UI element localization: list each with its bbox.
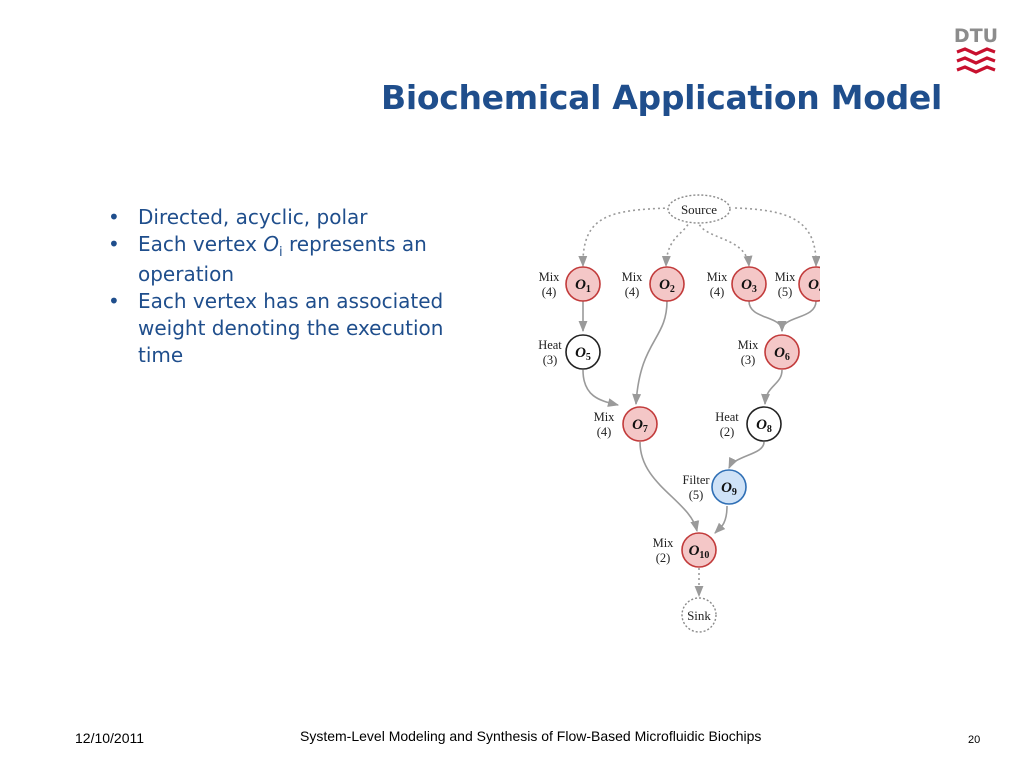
operation-type-label: Heat <box>538 338 562 352</box>
operation-node: O10 Mix(2) <box>653 532 717 568</box>
footer-date: 12/10/2011 <box>75 730 145 746</box>
bullet-text: represents an operation <box>138 232 427 286</box>
operation-node: O4 Mix(5) <box>775 266 820 302</box>
dtu-logo-mark <box>956 47 996 74</box>
edge-o7-o10 <box>639 441 700 533</box>
operation-node-id: O7 <box>632 417 648 435</box>
operation-node-circle <box>622 406 658 442</box>
source-label: Source <box>681 202 717 217</box>
operation-node-circle <box>565 334 601 370</box>
operation-node-id: O8 <box>756 417 772 435</box>
operation-node: O2 Mix(4) <box>622 266 685 302</box>
operation-node-id: O2 <box>659 277 675 295</box>
operation-node: O7 Mix(4) <box>594 406 658 442</box>
operation-type-label: Mix <box>775 270 797 284</box>
operation-node-circle <box>798 266 820 302</box>
operation-type-label: Mix <box>594 410 616 424</box>
operation-weight-label: (4) <box>710 285 725 299</box>
operation-node-id: O3 <box>741 277 757 295</box>
bullet-subscript: i <box>279 245 283 260</box>
operation-node-id: O1 <box>575 277 591 295</box>
operation-weight-label: (3) <box>741 353 756 367</box>
graph-edges <box>578 207 820 598</box>
operation-weight-label: (5) <box>689 488 704 502</box>
dtu-logo-text: DTU <box>955 25 997 47</box>
bullet-item: Each vertex has an associated weight den… <box>108 288 478 369</box>
graph-nodes: O1Mix(4)O2Mix(4)O3Mix(4)O4Mix(5)O5Heat(3… <box>538 266 820 568</box>
operation-node: O3 Mix(4) <box>707 266 767 302</box>
bullet-text: Directed, acyclic, polar <box>138 205 368 229</box>
operation-type-label: Mix <box>738 338 760 352</box>
bullet-text: Each vertex has an associated weight den… <box>138 289 444 367</box>
bullet-item: Each vertex Oi represents an operation <box>108 231 478 288</box>
sequencing-graph: Source Sink O1Mix(4)O2Mix(4)O3Mix(4)O4Mi… <box>538 194 820 633</box>
operation-node: O1 Mix(4) <box>539 266 601 302</box>
operation-weight-label: (5) <box>778 285 793 299</box>
operation-node: O9 Filter(5) <box>682 469 747 505</box>
sink-node <box>681 597 717 633</box>
edge-o8-o9 <box>728 441 765 470</box>
operation-node-id: O10 <box>689 543 710 561</box>
operation-node: O5 Heat(3) <box>538 334 601 370</box>
operation-weight-label: (4) <box>542 285 557 299</box>
operation-type-label: Filter <box>682 473 710 487</box>
operation-type-label: Mix <box>653 536 675 550</box>
footer-title: System-Level Modeling and Synthesis of F… <box>300 728 762 744</box>
edge-source-o4 <box>734 207 820 268</box>
edge-o5-o7 <box>582 369 620 407</box>
edge-source-o2 <box>661 219 691 268</box>
bullet-list: Directed, acyclic, polar Each vertex Oi … <box>108 204 478 369</box>
edge-o2-o7 <box>632 300 668 406</box>
operation-node-circle <box>764 334 800 370</box>
graph-terminals: Source Sink <box>667 194 731 633</box>
edge-source-o1 <box>578 207 671 268</box>
edge-o4-o6 <box>777 300 817 333</box>
operation-weight-label: (4) <box>625 285 640 299</box>
operation-weight-label: (2) <box>656 551 671 565</box>
operation-type-label: Mix <box>707 270 729 284</box>
source-node <box>667 194 731 224</box>
sink-label: Sink <box>687 608 711 623</box>
operation-weight-label: (3) <box>543 353 558 367</box>
operation-node: O8 Heat(2) <box>715 406 782 442</box>
edge-o9-o10 <box>714 505 728 534</box>
operation-node-circle <box>711 469 747 505</box>
operation-node-circle <box>565 266 601 302</box>
operation-node: O6 Mix(3) <box>738 334 800 370</box>
edge-o3-o6 <box>748 300 787 333</box>
operation-type-label: Heat <box>715 410 739 424</box>
operation-node-circle <box>649 266 685 302</box>
edge-o6-o8 <box>761 369 783 406</box>
operation-node-id: O4 <box>808 277 820 295</box>
operation-node-circle <box>746 406 782 442</box>
dtu-logo: DTU <box>955 25 997 74</box>
slide-title: Biochemical Application Model <box>380 78 942 117</box>
operation-type-label: Mix <box>622 270 644 284</box>
operation-type-label: Mix <box>539 270 561 284</box>
page-number: 20 <box>968 734 981 746</box>
operation-weight-label: (4) <box>597 425 612 439</box>
operation-node-circle <box>731 266 767 302</box>
bullet-text: Each vertex <box>138 232 264 256</box>
operation-node-id: O9 <box>721 480 737 498</box>
bullet-item: Directed, acyclic, polar <box>108 204 478 231</box>
bullet-var: O <box>263 232 280 256</box>
operation-node-circle <box>681 532 717 568</box>
edge-source-o3 <box>697 219 753 268</box>
operation-node-id: O6 <box>774 345 790 363</box>
operation-node-id: O5 <box>575 345 591 363</box>
operation-weight-label: (2) <box>720 425 735 439</box>
